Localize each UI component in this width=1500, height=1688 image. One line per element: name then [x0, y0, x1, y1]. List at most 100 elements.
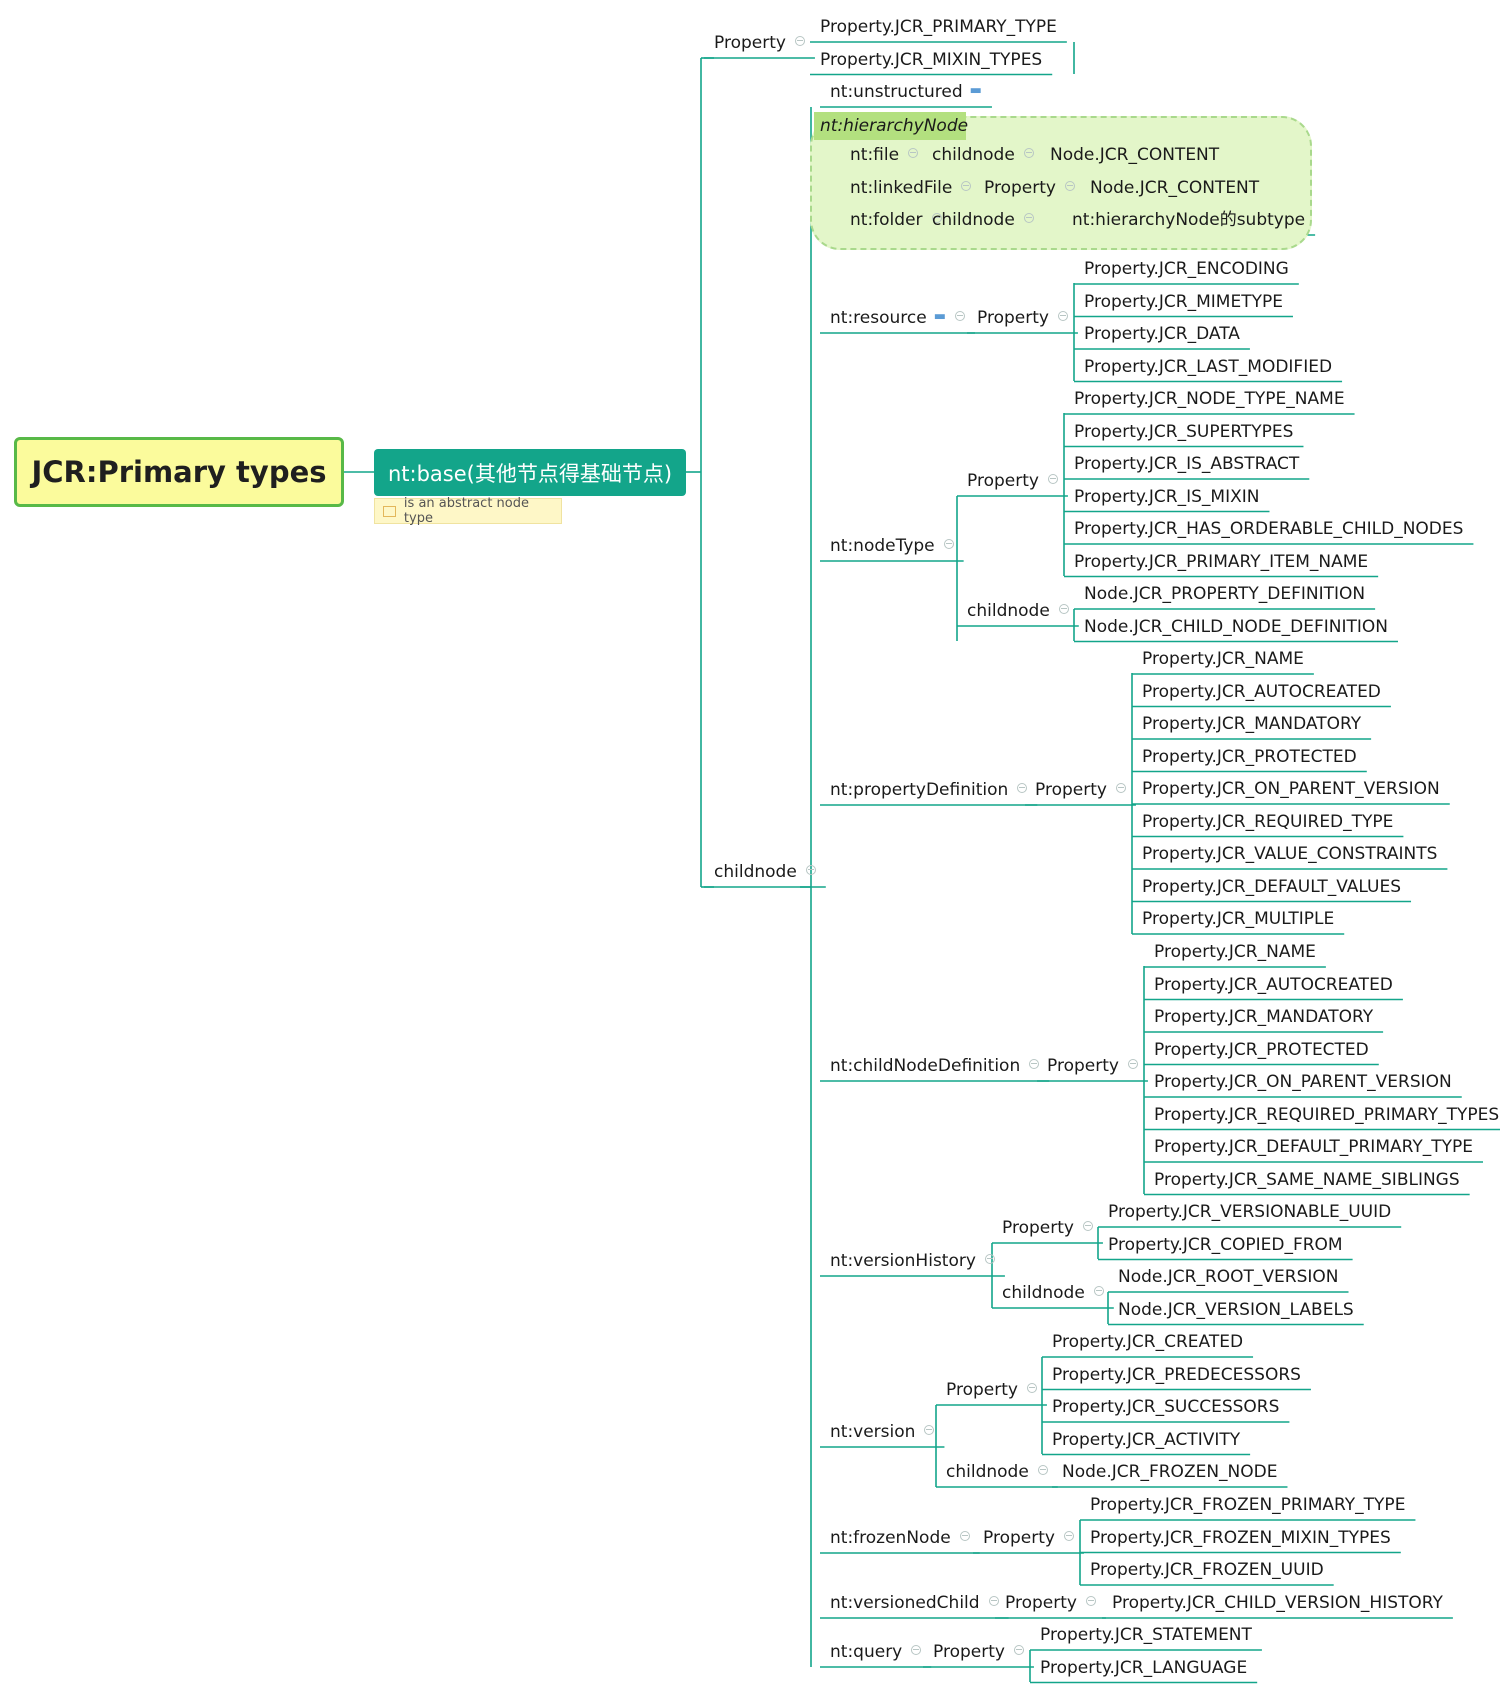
topic-hierarchy-rows-2-0[interactable]: nt:folder — [850, 212, 942, 229]
topic-propertyDefinition-children-7[interactable]: Property.JCR_DEFAULT_VALUES — [1142, 878, 1401, 896]
collapse-toggle-icon[interactable] — [1058, 604, 1069, 614]
topic-nodeType-childnode-children-0[interactable]: Node.JCR_PROPERTY_DEFINITION — [1084, 586, 1365, 603]
topic-nodeType-property-label[interactable]: Property — [967, 473, 1058, 490]
topic-version-property-children-0[interactable]: Property.JCR_CREATED — [1052, 1334, 1243, 1351]
topic-propertyDefinition-children-4[interactable]: Property.JCR_ON_PARENT_VERSION — [1142, 781, 1440, 798]
topic-version-property-children-2[interactable]: Property.JCR_SUCCESSORS — [1052, 1399, 1279, 1416]
collapse-toggle-icon[interactable] — [1029, 1059, 1040, 1069]
collapse-toggle-icon[interactable] — [959, 1531, 970, 1541]
topic-hierarchy-rows-0-1[interactable]: childnode — [932, 147, 1034, 164]
topic-base-childnode-label[interactable]: childnode — [714, 864, 816, 881]
topic-hierarchy-rows-2-2[interactable]: nt:hierarchyNode的subtype — [1072, 212, 1305, 229]
topic-frozenNode-label[interactable]: nt:frozenNode — [830, 1530, 970, 1547]
collapse-toggle-icon[interactable] — [1023, 213, 1034, 223]
topic-version-label[interactable]: nt:version — [830, 1424, 935, 1441]
topic-query-children-0[interactable]: Property.JCR_STATEMENT — [1040, 1627, 1252, 1644]
topic-nodeType-childnode-label[interactable]: childnode — [967, 603, 1069, 620]
collapse-toggle-icon[interactable] — [1064, 180, 1075, 191]
topic-frozenNode-children-1[interactable]: Property.JCR_FROZEN_MIXIN_TYPES — [1090, 1529, 1391, 1547]
base-topic[interactable]: nt:base(其他节点得基础节点) — [374, 449, 686, 496]
topic-versionHistory-label[interactable]: nt:versionHistory — [830, 1253, 995, 1270]
topic-version-property-children-3[interactable]: Property.JCR_ACTIVITY — [1052, 1431, 1240, 1449]
topic-propertyDefinition-children-3[interactable]: Property.JCR_PROTECTED — [1142, 748, 1357, 766]
topic-nodeType-property-children-4[interactable]: Property.JCR_HAS_ORDERABLE_CHILD_NODES — [1074, 521, 1463, 538]
topic-versionedChild-label[interactable]: nt:versionedChild — [830, 1595, 999, 1612]
collapse-toggle-icon[interactable] — [924, 1425, 935, 1435]
topic-hierarchy-rows-0-2[interactable]: Node.JCR_CONTENT — [1050, 147, 1219, 164]
topic-hierarchy-rows-1-2[interactable]: Node.JCR_CONTENT — [1090, 179, 1259, 197]
collapse-toggle-icon[interactable] — [805, 865, 816, 875]
comment-icon[interactable]: ▬ — [969, 82, 982, 98]
topic-childNodeDefinition-label[interactable]: nt:childNodeDefinition — [830, 1058, 1040, 1075]
topic-childNodeDefinition-children-5[interactable]: Property.JCR_REQUIRED_PRIMARY_TYPES — [1154, 1106, 1499, 1124]
topic-nodeType-property-children-1[interactable]: Property.JCR_SUPERTYPES — [1074, 423, 1293, 441]
topic-query-label[interactable]: nt:query — [830, 1644, 922, 1661]
topic-nodeType-property-children-0[interactable]: Property.JCR_NODE_TYPE_NAME — [1074, 391, 1345, 408]
collapse-toggle-icon[interactable] — [1057, 311, 1068, 321]
collapse-toggle-icon[interactable] — [1063, 1531, 1074, 1541]
collapse-toggle-icon[interactable] — [961, 180, 972, 191]
collapse-toggle-icon[interactable] — [988, 1596, 999, 1606]
topic-resource-label[interactable]: nt:resource▬ — [830, 310, 965, 327]
topic-versionHistory-childnode-children-0[interactable]: Node.JCR_ROOT_VERSION — [1118, 1269, 1339, 1286]
collapse-toggle-icon[interactable] — [931, 213, 942, 223]
topic-nodeType-childnode-children-1[interactable]: Node.JCR_CHILD_NODE_DEFINITION — [1084, 618, 1388, 636]
collapse-toggle-icon[interactable] — [794, 36, 805, 46]
topic-base-property-children-1[interactable]: Property.JCR_MIXIN_TYPES — [820, 51, 1042, 69]
topic-resource-sub[interactable]: Property — [977, 310, 1068, 327]
topic-resource-children-2[interactable]: Property.JCR_DATA — [1084, 326, 1240, 343]
collapse-toggle-icon[interactable] — [1017, 783, 1028, 793]
topic-base-property-children-0[interactable]: Property.JCR_PRIMARY_TYPE — [820, 19, 1057, 36]
collapse-toggle-icon[interactable] — [911, 1645, 922, 1655]
topic-frozenNode-children-2[interactable]: Property.JCR_FROZEN_UUID — [1090, 1562, 1324, 1579]
topic-propertyDefinition-children-2[interactable]: Property.JCR_MANDATORY — [1142, 716, 1361, 733]
topic-versionHistory-property-children-1[interactable]: Property.JCR_COPIED_FROM — [1108, 1236, 1343, 1254]
topic-propertyDefinition-children-6[interactable]: Property.JCR_VALUE_CONSTRAINTS — [1142, 846, 1437, 863]
topic-versionHistory-childnode-label[interactable]: childnode — [1002, 1285, 1104, 1302]
topic-childNodeDefinition-children-1[interactable]: Property.JCR_AUTOCREATED — [1154, 976, 1393, 994]
collapse-toggle-icon[interactable] — [908, 148, 919, 158]
collapse-toggle-icon[interactable] — [1082, 1221, 1093, 1231]
collapse-toggle-icon[interactable] — [1037, 1465, 1048, 1475]
topic-resource-children-3[interactable]: Property.JCR_LAST_MODIFIED — [1084, 358, 1332, 376]
topic-propertyDefinition-label[interactable]: nt:propertyDefinition — [830, 782, 1028, 799]
topic-childNodeDefinition-children-2[interactable]: Property.JCR_MANDATORY — [1154, 1009, 1373, 1026]
topic-nodeType-property-children-2[interactable]: Property.JCR_IS_ABSTRACT — [1074, 456, 1299, 473]
topic-versionHistory-childnode-children-1[interactable]: Node.JCR_VERSION_LABELS — [1118, 1301, 1354, 1319]
collapse-toggle-icon[interactable] — [943, 539, 954, 549]
topic-propertyDefinition-sub[interactable]: Property — [1035, 782, 1126, 799]
topic-frozenNode-children-0[interactable]: Property.JCR_FROZEN_PRIMARY_TYPE — [1090, 1497, 1405, 1514]
topic-propertyDefinition-children-8[interactable]: Property.JCR_MULTIPLE — [1142, 911, 1334, 928]
topic-frozenNode-sub[interactable]: Property — [983, 1530, 1074, 1547]
topic-version-property-label[interactable]: Property — [946, 1382, 1037, 1399]
topic-propertyDefinition-children-1[interactable]: Property.JCR_AUTOCREATED — [1142, 683, 1381, 701]
topic-propertyDefinition-children-5[interactable]: Property.JCR_REQUIRED_TYPE — [1142, 813, 1393, 831]
topic-unstructured-label[interactable]: nt:unstructured▬ — [830, 84, 982, 101]
topic-query-sub[interactable]: Property — [933, 1644, 1024, 1661]
collapse-toggle-icon[interactable] — [1085, 1596, 1096, 1606]
topic-base-property-label[interactable]: Property — [714, 35, 805, 52]
topic-nodeType-property-children-3[interactable]: Property.JCR_IS_MIXIN — [1074, 488, 1259, 506]
topic-childNodeDefinition-children-7[interactable]: Property.JCR_SAME_NAME_SIBLINGS — [1154, 1171, 1460, 1189]
topic-childNodeDefinition-children-3[interactable]: Property.JCR_PROTECTED — [1154, 1041, 1369, 1059]
collapse-toggle-icon[interactable] — [1115, 783, 1126, 793]
topic-childNodeDefinition-sub[interactable]: Property — [1047, 1058, 1138, 1075]
topic-hierarchy-rows-0-0[interactable]: nt:file — [850, 147, 919, 164]
topic-versionHistory-property-children-0[interactable]: Property.JCR_VERSIONABLE_UUID — [1108, 1204, 1391, 1221]
topic-hierarchy-rows-1-0[interactable]: nt:linkedFile — [850, 179, 972, 197]
collapse-toggle-icon[interactable] — [1023, 148, 1034, 158]
topic-childNodeDefinition-children-6[interactable]: Property.JCR_DEFAULT_PRIMARY_TYPE — [1154, 1139, 1473, 1156]
topic-versionedChild-children-0[interactable]: Property.JCR_CHILD_VERSION_HISTORY — [1112, 1595, 1443, 1612]
topic-version-property-children-1[interactable]: Property.JCR_PREDECESSORS — [1052, 1366, 1301, 1384]
hierarchy-title[interactable]: nt:hierarchyNode — [814, 112, 968, 140]
topic-versionHistory-property-label[interactable]: Property — [1002, 1220, 1093, 1237]
topic-versionedChild-sub[interactable]: Property — [1005, 1595, 1096, 1612]
topic-hierarchy-rows-2-1[interactable]: childnode — [932, 212, 1034, 229]
collapse-toggle-icon[interactable] — [1026, 1383, 1037, 1393]
topic-query-children-1[interactable]: Property.JCR_LANGUAGE — [1040, 1659, 1247, 1677]
topic-nodeType-property-children-5[interactable]: Property.JCR_PRIMARY_ITEM_NAME — [1074, 553, 1368, 571]
collapse-toggle-icon[interactable] — [1047, 474, 1058, 484]
topic-nodeType-label[interactable]: nt:nodeType — [830, 538, 954, 555]
collapse-toggle-icon[interactable] — [1093, 1286, 1104, 1296]
topic-hierarchy-rows-1-1[interactable]: Property — [984, 179, 1075, 197]
